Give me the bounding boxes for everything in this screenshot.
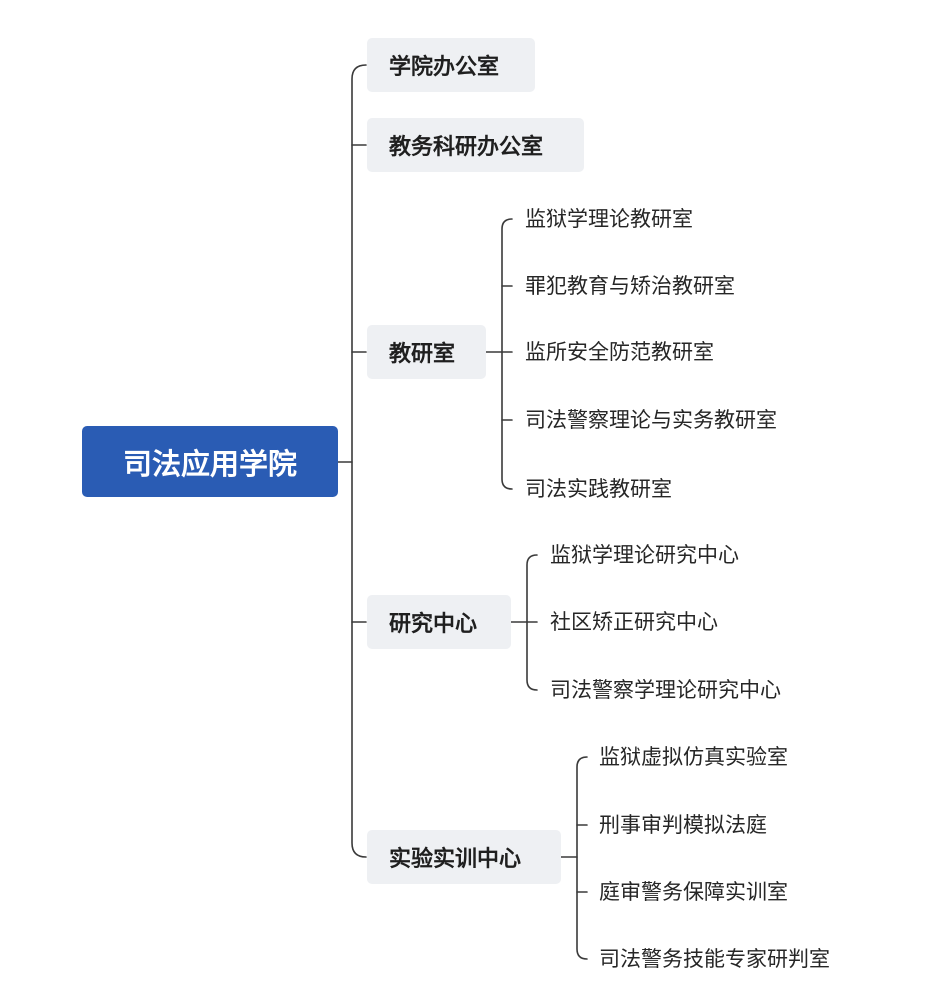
branch-label: 教研室 [389,342,456,367]
branch-label: 教务科研办公室 [389,135,544,160]
leaf-label: 司法实践教研室 [525,477,672,501]
branch-lab-training-center[interactable]: 实验实训中心 [367,830,561,884]
branch-research-center[interactable]: 研究中心 [367,595,511,649]
branch-college-office[interactable]: 学院办公室 [367,38,535,92]
leaf-label: 监所安全防范教研室 [525,340,714,364]
root-label: 司法应用学院 [122,446,297,481]
leaf-node[interactable]: 监所安全防范教研室 [525,337,714,367]
group-trunk-4 [576,756,588,960]
leaf-label: 监狱虚拟仿真实验室 [599,745,788,769]
branch-label: 实验实训中心 [389,847,522,872]
leaf-node[interactable]: 监狱学理论教研室 [525,204,693,234]
root-node[interactable]: 司法应用学院 [82,426,338,497]
leaf-node[interactable]: 监狱学理论研究中心 [550,540,739,570]
leaf-node[interactable]: 司法警察学理论研究中心 [550,675,781,705]
leaf-node[interactable]: 刑事审判模拟法庭 [599,810,767,840]
leaf-node[interactable]: 罪犯教育与矫治教研室 [525,271,735,301]
branch-academic-research-office[interactable]: 教务科研办公室 [367,118,584,172]
leaf-node[interactable]: 司法实践教研室 [525,474,672,504]
main-trunk [351,64,367,858]
leaf-label: 司法警务技能专家研判室 [599,947,830,971]
leaf-label: 司法警察学理论研究中心 [550,678,781,702]
branch-teaching-research[interactable]: 教研室 [367,325,486,379]
leaf-node[interactable]: 司法警务技能专家研判室 [599,944,830,974]
leaf-label: 庭审警务保障实训室 [599,880,788,904]
leaf-label: 社区矫正研究中心 [550,610,718,634]
leaf-node[interactable]: 监狱虚拟仿真实验室 [599,742,788,772]
branch-label: 学院办公室 [389,55,500,80]
group-trunk-2 [501,218,513,490]
leaf-node[interactable]: 司法警察理论与实务教研室 [525,405,777,435]
leaf-node[interactable]: 庭审警务保障实训室 [599,877,788,907]
leaf-label: 罪犯教育与矫治教研室 [525,274,735,298]
leaf-label: 监狱学理论研究中心 [550,543,739,567]
leaf-label: 刑事审判模拟法庭 [599,813,767,837]
leaf-label: 监狱学理论教研室 [525,207,693,231]
leaf-node[interactable]: 社区矫正研究中心 [550,607,718,637]
leaf-label: 司法警察理论与实务教研室 [525,408,777,432]
branch-label: 研究中心 [389,612,478,637]
